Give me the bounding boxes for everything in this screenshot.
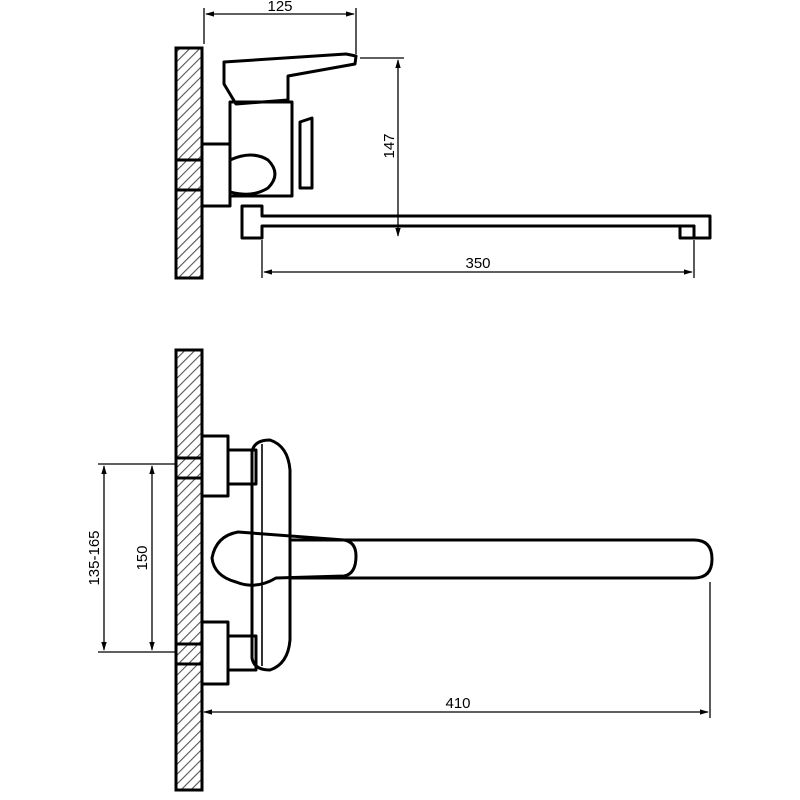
side-view	[174, 46, 712, 280]
lower-flange	[200, 620, 230, 686]
faucet-body-side	[228, 100, 294, 198]
faucet-body-front	[250, 438, 292, 672]
front-dimensions: 135-165 150 410	[86, 463, 711, 718]
lower-nut	[226, 634, 258, 672]
eccentric-nut-side	[228, 153, 277, 196]
connector-side	[174, 158, 204, 192]
side-dimensions: 125 147 350	[203, 0, 695, 278]
dim-label-135-165: 135-165	[86, 530, 103, 585]
dim-label-150: 150	[134, 545, 151, 570]
handle-stem-side	[298, 116, 314, 190]
front-view	[174, 348, 714, 792]
dim-label-125: 125	[267, 0, 292, 15]
upper-flange	[200, 434, 230, 498]
spout-side	[240, 204, 712, 240]
lever-handle-side	[222, 52, 358, 106]
upper-nut	[226, 448, 258, 486]
wall-flange-side	[200, 142, 232, 208]
dim-label-350: 350	[465, 255, 490, 272]
spout-front	[288, 538, 714, 580]
dim-label-147: 147	[381, 133, 398, 158]
dim-label-410: 410	[445, 695, 470, 712]
wall-front	[174, 348, 204, 792]
spout-tip-side	[678, 224, 696, 240]
lever-handle-front	[210, 530, 358, 587]
wall-side	[174, 46, 204, 280]
